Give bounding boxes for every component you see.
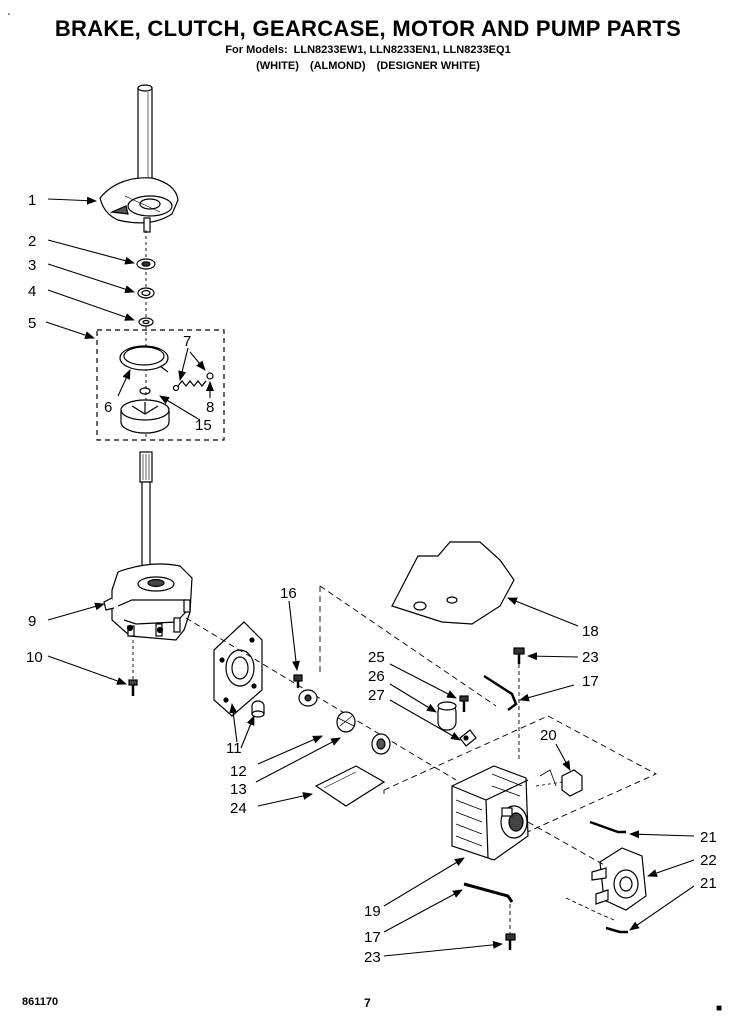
pump-clip xyxy=(589,820,626,834)
callout-label: 20 xyxy=(540,727,557,744)
spring xyxy=(172,372,214,392)
callout-label: 21 xyxy=(700,829,717,846)
coupling-hub xyxy=(371,733,391,755)
callout-label: 16 xyxy=(280,585,297,602)
clutch-kit-outline xyxy=(96,329,225,441)
callout-label: 13 xyxy=(230,781,247,798)
retaining-ring xyxy=(137,287,155,299)
capacitor xyxy=(437,701,457,731)
brake-band xyxy=(119,345,169,373)
motor-bracket xyxy=(483,674,518,711)
callout-label: 19 xyxy=(364,903,381,920)
page-title: BRAKE, CLUTCH, GEARCASE, MOTOR AND PUMP … xyxy=(54,16,682,41)
drive-motor xyxy=(451,765,529,861)
callout-label: 18 xyxy=(582,623,599,640)
screw xyxy=(459,695,469,712)
screw xyxy=(505,933,516,950)
callout-label: 17 xyxy=(364,929,381,946)
callout-label: 10 xyxy=(26,649,43,666)
agitator-shaft xyxy=(137,84,153,193)
motor-switch xyxy=(535,769,583,797)
callout-label: 11 xyxy=(226,740,242,757)
gearcase-mounting-plate xyxy=(213,621,263,717)
corner-mark: ' xyxy=(8,12,10,23)
models-line: For Models: LLN8233EW1, LLN8233EN1, LLN82… xyxy=(0,44,736,56)
callout-label: 23 xyxy=(582,649,599,666)
document-code: 861170 xyxy=(22,996,59,1008)
callout-label: 12 xyxy=(230,763,247,780)
screw xyxy=(128,679,138,696)
bushing xyxy=(251,700,265,718)
callout-label: 2 xyxy=(28,233,36,250)
color-codes: (WHITE) (ALMOND) (DESIGNER WHITE) xyxy=(0,60,736,72)
gearcase-shaft xyxy=(139,451,153,569)
callout-label: 15 xyxy=(195,417,212,434)
shield-pad xyxy=(314,765,386,807)
callout-label: 27 xyxy=(368,687,385,704)
callout-label: 23 xyxy=(364,949,381,966)
callout-label: 24 xyxy=(230,800,247,817)
callout-label: 1 xyxy=(28,192,36,209)
callout-label: 7 xyxy=(183,333,191,350)
brake-cam xyxy=(99,177,179,233)
motor-bracket xyxy=(463,882,514,903)
callout-label: 17 xyxy=(582,673,599,690)
pump-clip xyxy=(605,926,628,934)
callout-label: 8 xyxy=(206,399,214,416)
color-code: (ALMOND) xyxy=(309,60,366,72)
callout-label: 4 xyxy=(28,283,36,300)
drive-coupler xyxy=(298,689,318,707)
color-code: (WHITE) xyxy=(256,60,299,72)
motor-cover-plate xyxy=(391,541,515,625)
screw xyxy=(513,647,525,664)
callout-label: 3 xyxy=(28,257,36,274)
callout-label: 25 xyxy=(368,649,385,666)
gearcase xyxy=(103,563,193,641)
models-label: For Models: xyxy=(225,44,288,56)
callout-label: 22 xyxy=(700,852,717,869)
washer xyxy=(136,258,156,270)
models-list: LLN8233EW1, LLN8233EN1, LLN8233EQ1 xyxy=(293,44,511,56)
corner-mark: ■ xyxy=(716,1003,723,1014)
callout-label: 26 xyxy=(368,668,385,685)
clutch-drum xyxy=(120,387,170,434)
spacer-washer xyxy=(138,317,154,327)
color-code: (DESIGNER WHITE) xyxy=(376,60,480,72)
callout-label: 6 xyxy=(104,399,112,416)
screw xyxy=(293,674,303,688)
callout-label: 9 xyxy=(28,613,36,630)
coupling-disc xyxy=(336,711,356,733)
capacitor-strap xyxy=(459,729,477,747)
callout-label: 21 xyxy=(700,875,717,892)
water-pump xyxy=(591,847,647,911)
callout-label: 5 xyxy=(28,315,36,332)
page-number: 7 xyxy=(364,996,371,1010)
